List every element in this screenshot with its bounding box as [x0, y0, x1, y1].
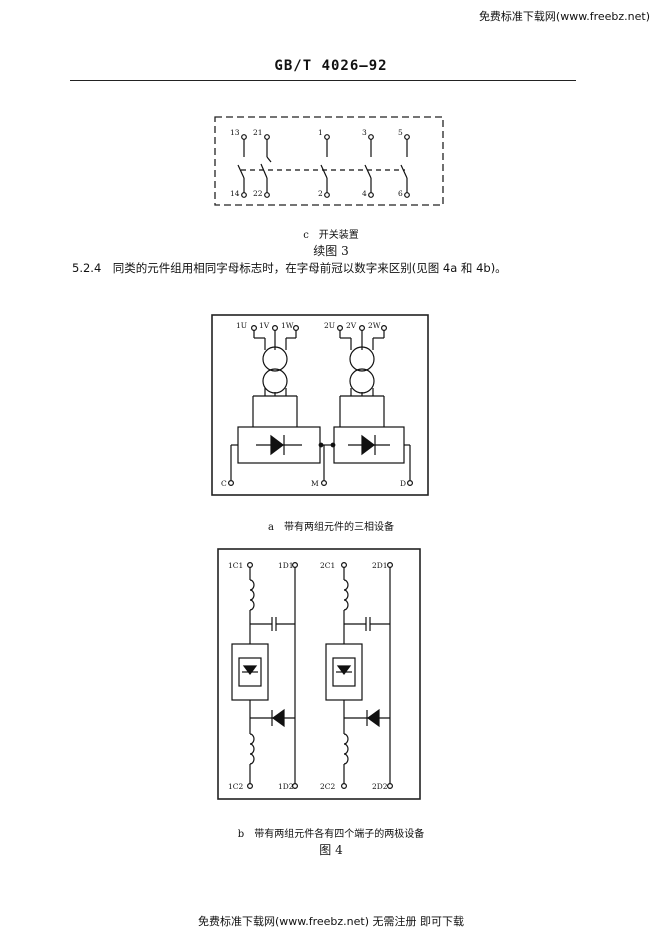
fig3c-label-22: 22 — [253, 189, 263, 198]
fig3c-label-3: 3 — [362, 128, 367, 137]
fig4b-label-1d1: 1D1 — [278, 561, 294, 570]
fig4b-label-2d2: 2D2 — [372, 782, 388, 791]
fig4b-frame — [217, 548, 421, 800]
fig4a-label-c: C — [221, 479, 227, 488]
fig4a-caption: a 带有两组元件的三相设备 — [268, 522, 394, 533]
fig3c-label-2: 2 — [318, 189, 323, 198]
header-rule — [70, 80, 576, 81]
fig3c-label-6: 6 — [398, 189, 403, 198]
figure-4a-three-phase-equipment: 1U 1V 1W 2U 2V 2W C M D — [211, 314, 429, 496]
fig3c-label-13: 13 — [230, 128, 240, 137]
standard-number-header: GB/T 4026—92 — [274, 58, 388, 74]
watermark-top: 免费标准下载网(www.freebz.net) — [478, 10, 650, 23]
figure-3c-switching-device: 13 21 1 3 5 14 22 2 4 6 — [214, 116, 444, 206]
fig4a-label-d: D — [400, 479, 406, 488]
fig4a-label-1w: 1W — [281, 321, 294, 330]
fig3c-caption: c 开关装置 — [303, 230, 359, 241]
fig3-title: 续图 3 — [313, 244, 349, 258]
fig4a-label-1v: 1V — [259, 321, 270, 330]
fig4b-label-2d1: 2D1 — [372, 561, 388, 570]
figure-4b-two-pole-equipment: 1C1 1D1 2C1 2D1 1C2 1D2 2C2 2D2 — [217, 548, 421, 800]
fig3c-label-5: 5 — [398, 128, 403, 137]
fig3c-label-21: 21 — [253, 128, 263, 137]
watermark-bottom: 免费标准下载网(www.freebz.net) 无需注册 即可下载 — [197, 915, 465, 928]
clause-5-2-4: 5.2.4 同类的元件组用相同字母标志时，在字母前冠以数字来区别(见图 4a 和… — [72, 261, 507, 275]
fig4b-label-1d2: 1D2 — [278, 782, 294, 791]
fig4a-label-2w: 2W — [368, 321, 381, 330]
fig3c-label-14: 14 — [230, 189, 240, 198]
fig4b-caption: b 带有两组元件各有四个端子的两极设备 — [237, 829, 425, 840]
fig4b-label-2c1: 2C1 — [320, 561, 335, 570]
fig3c-label-4: 4 — [362, 189, 367, 198]
fig4a-label-2v: 2V — [346, 321, 357, 330]
fig4b-label-2c2: 2C2 — [320, 782, 336, 791]
fig4-title: 图 4 — [319, 843, 343, 857]
fig3c-label-1: 1 — [318, 128, 323, 137]
fig4b-label-1c1: 1C1 — [228, 561, 243, 570]
fig4a-frame — [211, 314, 429, 496]
fig4a-label-1u: 1U — [236, 321, 247, 330]
fig4a-label-2u: 2U — [324, 321, 335, 330]
fig3c-dashed-frame — [214, 116, 444, 206]
fig4b-label-1c2: 1C2 — [228, 782, 244, 791]
fig4a-label-m: M — [311, 479, 319, 488]
